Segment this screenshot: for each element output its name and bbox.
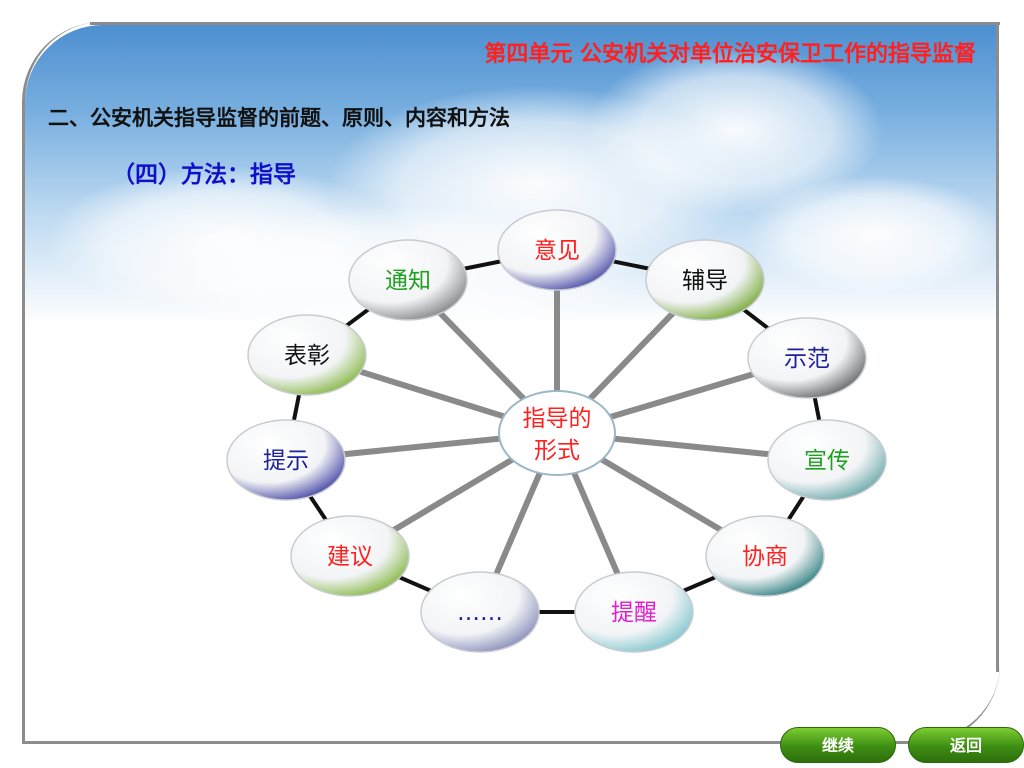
back-button[interactable]: 返回	[908, 727, 1024, 763]
center-node: 指导的 形式	[498, 390, 616, 476]
form-node-4: 协商	[705, 515, 825, 597]
right-border	[996, 22, 999, 672]
form-node-label: 建议	[327, 544, 373, 570]
form-node-shape	[747, 317, 867, 399]
form-node-label: 提醒	[611, 600, 657, 626]
form-node-label: 通知	[385, 268, 431, 294]
form-node-10: 通知	[348, 239, 468, 321]
center-node-shape	[498, 390, 616, 476]
form-node-label: 提示	[263, 448, 309, 474]
form-node-0: 意见	[497, 209, 617, 291]
form-node-label: 示范	[784, 346, 830, 372]
form-node-3: 宣传	[767, 419, 887, 501]
form-node-label: ……	[457, 600, 503, 626]
slide-frame	[22, 22, 1000, 744]
form-node-shape	[247, 314, 367, 396]
section-title: 二、公安机关指导监督的前题、原则、内容和方法	[48, 106, 510, 130]
form-node-shape	[348, 239, 468, 321]
form-node-label: 宣传	[804, 448, 850, 474]
form-node-shape	[645, 239, 765, 321]
form-node-shape	[705, 515, 825, 597]
form-node-shape	[497, 209, 617, 291]
form-node-shape	[767, 419, 887, 501]
continue-button[interactable]: 继续	[780, 727, 896, 763]
form-node-label: 辅导	[682, 268, 728, 294]
form-node-7: 建议	[290, 515, 410, 597]
form-node-2: 示范	[747, 317, 867, 399]
form-node-1: 辅导	[645, 239, 765, 321]
form-node-label: 表彰	[284, 343, 330, 369]
form-node-label: 协商	[742, 544, 788, 570]
form-node-shape	[226, 419, 346, 501]
form-node-shape	[290, 515, 410, 597]
form-node-shape	[574, 571, 694, 653]
sub-title: （四）方法：指导	[112, 162, 296, 188]
top-border	[90, 22, 1000, 25]
form-node-8: 提示	[226, 419, 346, 501]
center-label-line2: 形式	[534, 438, 580, 464]
center-label-line1: 指导的	[523, 406, 592, 432]
form-node-5: 提醒	[574, 571, 694, 653]
form-node-label: 意见	[534, 238, 580, 264]
form-node-9: 表彰	[247, 314, 367, 396]
form-node-6: ……	[420, 571, 540, 653]
form-node-shape	[420, 571, 540, 653]
unit-title: 第四单元 公安机关对单位治安保卫工作的指导监督	[484, 42, 976, 67]
